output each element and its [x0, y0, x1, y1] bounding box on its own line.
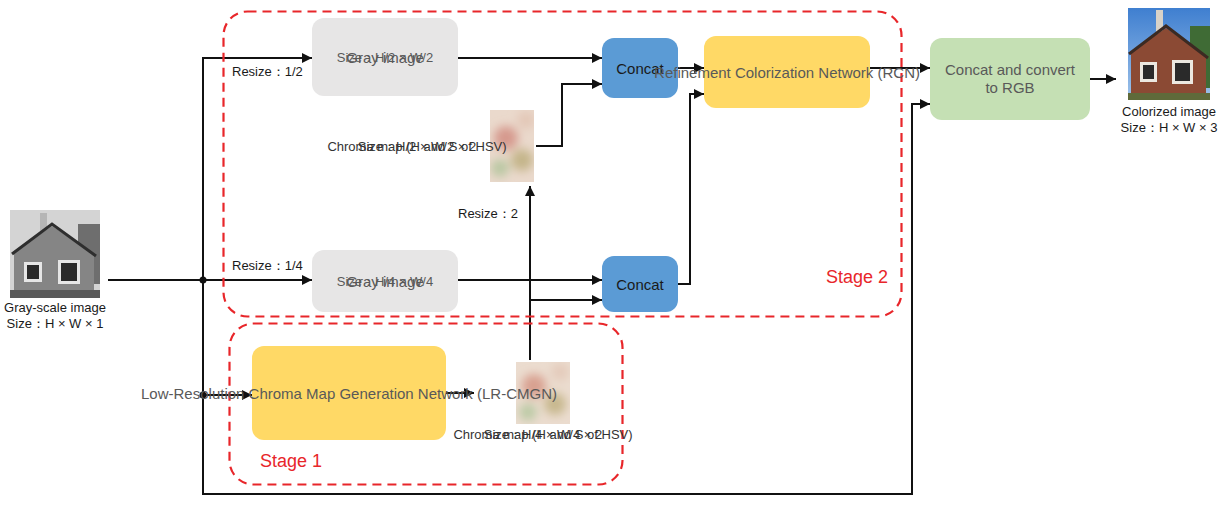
- grayscale-photo: [10, 210, 100, 298]
- node-label: Colorized image: [1122, 104, 1216, 120]
- input-image: Gray-scale imageSize：H × W × 1: [2, 206, 108, 346]
- size-note: Size：H × W × 1: [7, 316, 104, 332]
- node-label: Low-Resolution Chroma Map Generation Net…: [141, 386, 557, 401]
- chroma-blob: [517, 111, 534, 129]
- resize-label: Resize：1/2: [230, 64, 305, 80]
- resize-label: Resize：2: [456, 206, 520, 222]
- photo-window-glass: [61, 263, 77, 281]
- photo-ground: [10, 290, 100, 298]
- photo-window: [1140, 62, 1157, 82]
- stage-region: Stage 1 Low-Resolution Chroma Map Generat…: [228, 322, 624, 486]
- chroma-map: Chroma map (H and S of HSV)Size：H/4 × W/…: [474, 360, 612, 482]
- photo-roof: [1129, 26, 1208, 58]
- photo-window-glass: [1143, 65, 1154, 79]
- photo-window: [58, 260, 80, 284]
- stage-label: Stage 1: [260, 452, 322, 470]
- size-note: Size：H/2 × W/2: [337, 51, 433, 64]
- chroma-blob: [519, 403, 537, 421]
- network-box: Refinement Colorization Network (RCN): [704, 36, 870, 108]
- flow-arrow: [530, 300, 602, 360]
- gray-image-box: Gray imageSize：H/4 × W/4: [312, 250, 458, 312]
- size-note: Size：H/4 × W/4 × 2: [484, 428, 603, 441]
- chroma-blob: [551, 363, 569, 381]
- flow-arrow: [536, 84, 602, 146]
- colorized-photo: [1128, 8, 1210, 100]
- dashed-outline: [224, 12, 902, 317]
- node-label: Concat and convert to RGB: [938, 61, 1082, 97]
- dashed-outline: [230, 324, 623, 485]
- flow-arrow: [458, 57, 602, 59]
- resize-label: Resize：1/4: [230, 258, 305, 274]
- size-note: Size：H/2 × W/2 × 2: [358, 140, 477, 153]
- output-image: Colorized imageSize：H × W × 3: [1116, 4, 1222, 150]
- photo-window: [24, 262, 42, 282]
- chroma-map: Chroma map (H and S of HSV)Size：H/2 × W/…: [348, 106, 536, 186]
- flow-arrow: [529, 186, 531, 360]
- photo-window-glass: [1175, 63, 1190, 81]
- convert-box: Concat and convert to RGB: [930, 38, 1090, 120]
- photo-sky: [1128, 8, 1210, 100]
- flow-arrow: [1090, 78, 1116, 80]
- chroma-blob: [491, 159, 509, 177]
- photo-sky: [10, 210, 100, 298]
- photo-roof: [12, 224, 96, 256]
- photo-window-glass: [27, 265, 39, 279]
- flow-arrow: [678, 94, 704, 284]
- network-box: Low-Resolution Chroma Map Generation Net…: [252, 346, 446, 440]
- photo-window: [1172, 60, 1193, 84]
- chroma-blob: [511, 149, 533, 171]
- photo-house: [14, 226, 94, 298]
- flow-arrow: [108, 104, 930, 494]
- node-label: Concat: [616, 277, 664, 292]
- node-label: Gray-scale image: [4, 300, 106, 316]
- stage-region: Stage 2 Gray imageSize：H/2 × W/2Chroma ma…: [222, 10, 903, 318]
- stage-label: Stage 2: [826, 268, 888, 286]
- node-label: Refinement Colorization Network (RCN): [654, 65, 920, 80]
- size-note: Size：H × W × 3: [1121, 120, 1218, 136]
- concat-box: Concat: [602, 256, 678, 312]
- size-note: Size：H/4 × W/4: [337, 275, 433, 288]
- photo-ground: [1128, 93, 1210, 100]
- photo-house: [1131, 28, 1206, 100]
- flow-arrow: [108, 58, 312, 280]
- gray-image-box: Gray imageSize：H/2 × W/2: [312, 18, 458, 96]
